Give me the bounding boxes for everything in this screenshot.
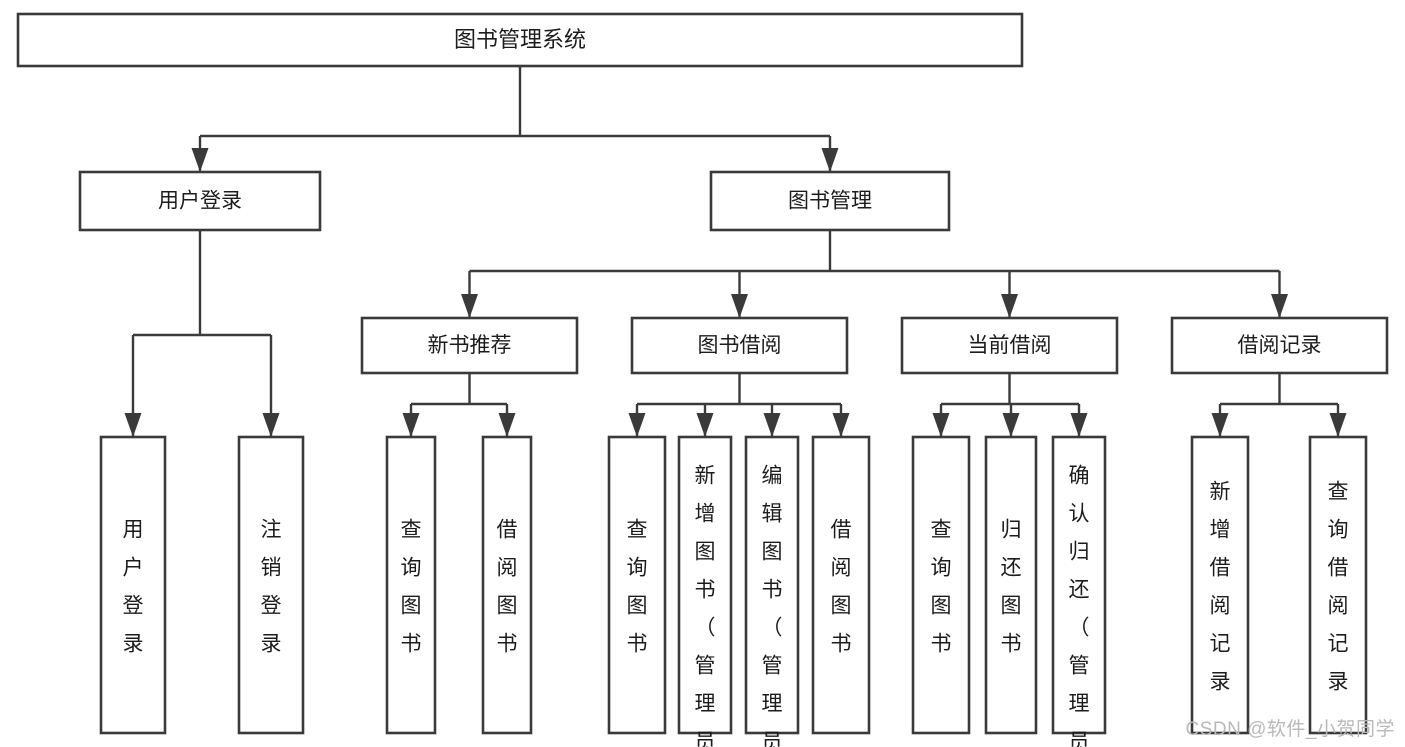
node-leaf-edit-book-label: 编辑图书（管理员） [762,464,783,747]
node-leaf-query-record-label: 查询借阅记录 [1328,480,1349,693]
node-leaf-user-login-box [99,435,167,735]
arrowhead-root-to-book-manage [821,148,839,172]
node-leaf-query-record[interactable]: 查询借阅记录 [1308,435,1368,735]
arrowhead-new-book-rec-to-leaf-query-book-1 [402,413,420,437]
node-leaf-edit-book-box [744,435,800,735]
arrowhead-new-book-rec-to-leaf-borrow-book-1 [498,413,516,437]
node-leaf-query-book-1[interactable]: 查询图书 [385,435,437,735]
edges-layer [124,66,1347,437]
arrowhead-borrow-record-to-leaf-query-record [1329,413,1347,437]
node-borrow-record-label: 借阅记录 [1238,334,1322,357]
arrowhead-current-borrow-to-leaf-return-book [1002,413,1020,437]
arrowhead-book-manage-to-current-borrow [1001,294,1018,318]
node-leaf-user-login-label: 用户登录 [123,518,144,655]
arrowhead-root-to-user-login [191,148,209,172]
node-leaf-query-book-3[interactable]: 查询图书 [911,435,971,735]
node-leaf-query-book-2-label: 查询图书 [627,518,648,655]
node-new-book-rec[interactable]: 新书推荐 [360,316,579,375]
node-leaf-confirm-return-box [1051,435,1107,735]
node-book-manage[interactable]: 图书管理 [709,170,951,232]
arrowhead-book-manage-to-new-book-rec [461,294,478,318]
node-current-borrow-label: 当前借阅 [968,334,1052,357]
arrowhead-user-login-to-leaf-logout [262,413,280,437]
node-leaf-query-record-box [1308,435,1368,735]
node-leaf-logout-box [237,435,305,735]
node-leaf-edit-book[interactable]: 编辑图书（管理员） [744,435,800,747]
node-leaf-confirm-return[interactable]: 确认归还（管理员） [1051,435,1107,747]
node-borrow-record-box [1170,316,1389,375]
node-leaf-return-book-label: 归还图书 [1001,518,1022,655]
node-leaf-add-book-box [677,435,733,735]
node-current-borrow[interactable]: 当前借阅 [900,316,1119,375]
node-borrow-record[interactable]: 借阅记录 [1170,316,1389,375]
node-user-login[interactable]: 用户登录 [78,170,322,232]
node-leaf-borrow-book-1-label: 借阅图书 [497,518,518,655]
node-book-borrow-box [630,316,849,375]
node-current-borrow-box [900,316,1119,375]
arrowhead-current-borrow-to-leaf-confirm-return [1070,413,1088,437]
arrowhead-book-borrow-to-leaf-edit-book [763,413,781,437]
arrowhead-book-borrow-to-leaf-add-book [696,413,714,437]
node-book-borrow-label: 图书借阅 [698,334,782,357]
node-leaf-borrow-book-2-box [811,435,871,735]
arrowhead-borrow-record-to-leaf-add-record [1211,413,1229,437]
arrowhead-current-borrow-to-leaf-query-book-3 [932,413,950,437]
node-leaf-logout[interactable]: 注销登录 [237,435,305,735]
node-leaf-query-book-1-box [385,435,437,735]
node-leaf-logout-label: 注销登录 [261,518,282,655]
node-leaf-return-book[interactable]: 归还图书 [984,435,1038,735]
node-user-login-box [78,170,322,232]
node-leaf-borrow-book-1-box [481,435,533,735]
node-leaf-borrow-book-2[interactable]: 借阅图书 [811,435,871,735]
arrowhead-book-manage-to-borrow-record [1271,294,1288,318]
arrowhead-user-login-to-leaf-user-login [124,413,142,437]
nodes-layer: 图书管理系统用户登录图书管理新书推荐图书借阅当前借阅借阅记录用户登录注销登录查询… [16,12,1389,747]
node-leaf-borrow-book-2-label: 借阅图书 [831,518,852,655]
node-new-book-rec-box [360,316,579,375]
node-book-manage-box [709,170,951,232]
node-new-book-rec-label: 新书推荐 [428,334,512,357]
node-leaf-return-book-box [984,435,1038,735]
node-leaf-query-book-1-label: 查询图书 [401,518,422,655]
node-user-login-label: 用户登录 [158,190,242,213]
node-leaf-add-record[interactable]: 新增借阅记录 [1190,435,1250,735]
node-leaf-add-book[interactable]: 新增图书（管理员） [677,435,733,747]
node-root[interactable]: 图书管理系统 [16,12,1024,68]
arrowhead-book-borrow-to-leaf-borrow-book-2 [832,413,850,437]
arrowhead-book-borrow-to-leaf-query-book-2 [628,413,646,437]
node-leaf-query-book-2[interactable]: 查询图书 [607,435,667,735]
node-leaf-add-record-box [1190,435,1250,735]
node-book-manage-label: 图书管理 [788,190,872,213]
node-leaf-add-record-label: 新增借阅记录 [1210,480,1231,693]
node-leaf-query-book-3-box [911,435,971,735]
node-leaf-confirm-return-label: 确认归还（管理员） [1069,464,1090,747]
node-book-borrow[interactable]: 图书借阅 [630,316,849,375]
node-root-label: 图书管理系统 [454,27,586,52]
node-root-box [16,12,1024,68]
node-leaf-borrow-book-1[interactable]: 借阅图书 [481,435,533,735]
node-leaf-add-book-label: 新增图书（管理员） [695,464,716,747]
node-leaf-query-book-2-box [607,435,667,735]
watermark-text: CSDN @软件_小贺同学 [1185,719,1395,740]
node-leaf-user-login[interactable]: 用户登录 [99,435,167,735]
node-leaf-query-book-3-label: 查询图书 [931,518,952,655]
arrowhead-book-manage-to-book-borrow [731,294,748,318]
